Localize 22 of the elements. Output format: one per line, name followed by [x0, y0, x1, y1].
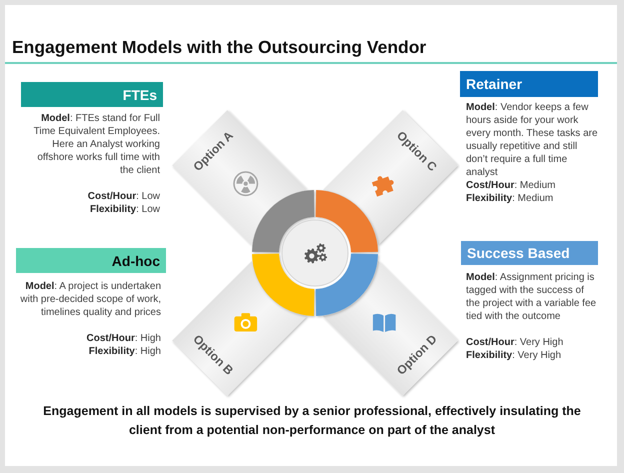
model-description: Model: Assignment pricing is tagged with the success of the project with a variable fee tied with the outcome — [466, 271, 598, 323]
flexibility-rating: Flexibility: High — [88, 345, 161, 358]
caption-text: Engagement in all models is supervised by a senior professional, effectively insulating the client from a potential non-performance on part of the analyst — [42, 403, 582, 439]
option-panel — [322, 110, 458, 246]
option-panel — [172, 260, 308, 396]
cost-rating: Cost/Hour: Very High — [466, 336, 564, 349]
heading-band: Retainer — [460, 71, 598, 97]
model-description: Model: A project is undertaken with pre-decided scope of work, timelines quality and prices — [19, 280, 161, 319]
heading-band: Success Based — [461, 241, 598, 265]
flexibility-rating: Flexibility: Low — [90, 203, 160, 216]
option-panel — [172, 110, 308, 246]
model-description: Model: Vendor keeps a few hours aside for your work every month. These tasks are usually repetitive and still don’t require a full time analyst — [466, 101, 599, 179]
slide-title: Engagement Models with the Outsourcing Vendor — [12, 37, 426, 58]
cost-rating: Cost/Hour: Low — [88, 190, 160, 203]
cost-rating: Cost/Hour: Medium — [466, 179, 556, 192]
heading-band: FTEs — [21, 82, 163, 107]
heading-band: Ad-hoc — [16, 248, 166, 273]
model-description: Model: FTEs stand for Full Time Equivalent Employees. Here an Analyst working offshore works full time with the client — [32, 112, 160, 177]
flexibility-rating: Flexibility: Medium — [466, 192, 554, 205]
option-panel — [322, 260, 458, 396]
cost-rating: Cost/Hour: High — [86, 332, 161, 345]
flexibility-rating: Flexibility: Very High — [466, 349, 562, 362]
